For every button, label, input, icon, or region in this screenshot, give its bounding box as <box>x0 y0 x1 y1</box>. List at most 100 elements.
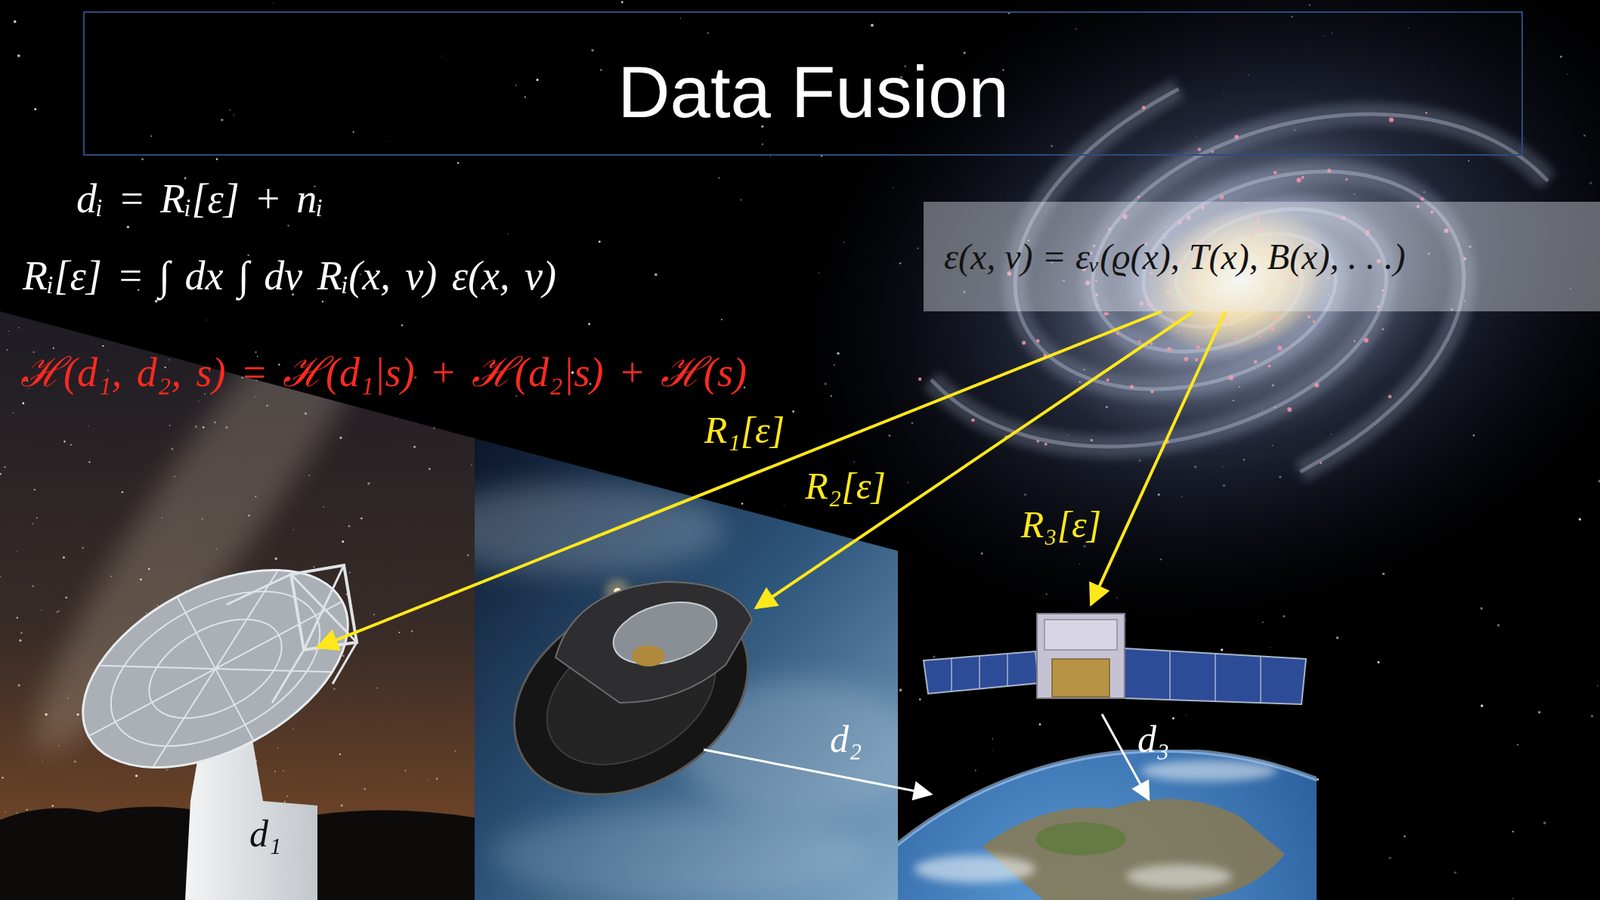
star <box>1512 897 1514 899</box>
star-forming-region <box>1381 328 1384 331</box>
star-forming-region <box>1389 117 1394 122</box>
star <box>411 630 414 633</box>
star <box>52 347 55 350</box>
detector-box <box>1044 619 1118 650</box>
star-forming-region <box>1353 340 1356 343</box>
star <box>598 240 601 243</box>
star <box>1516 743 1519 746</box>
star <box>141 157 144 161</box>
star <box>377 687 379 690</box>
star <box>194 425 198 429</box>
star-forming-region <box>1021 340 1026 345</box>
star <box>15 812 18 814</box>
star <box>5 810 7 812</box>
response-arrow <box>755 311 1194 609</box>
star <box>274 557 277 561</box>
response-arrow <box>1090 311 1226 605</box>
star <box>524 95 527 98</box>
truss <box>226 565 357 703</box>
star <box>600 68 602 71</box>
star <box>126 225 130 229</box>
star <box>310 348 312 350</box>
star <box>515 84 517 86</box>
star <box>170 448 174 451</box>
star-forming-region <box>1287 407 1292 412</box>
star <box>436 777 438 780</box>
star-forming-region <box>1141 105 1146 110</box>
star <box>408 396 412 400</box>
star <box>1480 704 1483 707</box>
star <box>680 17 681 19</box>
star-forming-region <box>1273 170 1278 175</box>
star <box>198 400 200 403</box>
star <box>340 804 344 807</box>
star <box>41 315 44 318</box>
response-label: R₂[ε] <box>804 464 886 509</box>
downlink-arrow <box>703 749 932 795</box>
star <box>741 502 744 505</box>
star <box>145 612 147 614</box>
star-forming-region <box>1420 197 1424 202</box>
star <box>216 547 218 550</box>
star <box>452 331 455 334</box>
star <box>1039 723 1042 726</box>
star <box>1512 830 1514 833</box>
star <box>139 578 143 581</box>
star <box>76 713 79 716</box>
star-forming-region <box>1166 346 1172 352</box>
solar-panel <box>1124 648 1306 705</box>
star <box>70 443 72 446</box>
title: Data Fusion <box>617 50 1009 134</box>
star <box>932 655 935 658</box>
star <box>1220 648 1223 651</box>
star <box>150 135 152 137</box>
star <box>621 1 624 4</box>
star <box>1316 778 1319 781</box>
star-forming-region <box>1036 439 1040 443</box>
mirror <box>606 591 725 675</box>
star <box>1185 714 1187 717</box>
data-label: d₁ <box>249 812 282 857</box>
star <box>1 776 4 780</box>
data-label: d₂ <box>829 717 862 762</box>
star <box>341 540 344 543</box>
star-forming-region <box>1314 383 1319 388</box>
star <box>180 324 183 327</box>
equation: ℋ(d₁, d₂, s) = ℋ(d₁|s) + ℋ(d₂|s) + ℋ(s) <box>20 349 747 397</box>
star <box>1497 624 1500 627</box>
star <box>1480 606 1483 610</box>
star <box>56 611 59 613</box>
cloud <box>1126 864 1232 889</box>
star <box>26 808 28 811</box>
response-label: R₃[ε] <box>1021 503 1102 548</box>
star-forming-region <box>1150 389 1154 394</box>
star <box>899 688 903 692</box>
star <box>1590 714 1594 718</box>
planck-satellite: d₂ <box>510 574 756 779</box>
star <box>322 506 325 508</box>
star <box>74 760 77 763</box>
star-forming-region <box>1425 111 1428 115</box>
star <box>1598 479 1600 483</box>
dish <box>50 529 381 808</box>
land <box>1035 822 1127 856</box>
star <box>591 49 595 53</box>
sun-shield <box>478 555 784 835</box>
star <box>87 425 89 427</box>
star <box>173 476 176 478</box>
nebula-photo <box>423 430 923 900</box>
star <box>216 157 219 161</box>
fermi-satellite-picture <box>923 613 1306 705</box>
star <box>157 604 158 606</box>
star <box>34 108 37 111</box>
star <box>348 525 351 528</box>
star <box>413 445 416 449</box>
star <box>1336 636 1339 639</box>
star <box>992 738 994 740</box>
star <box>287 224 289 226</box>
star <box>286 318 289 321</box>
star <box>515 395 518 398</box>
star <box>974 769 977 771</box>
